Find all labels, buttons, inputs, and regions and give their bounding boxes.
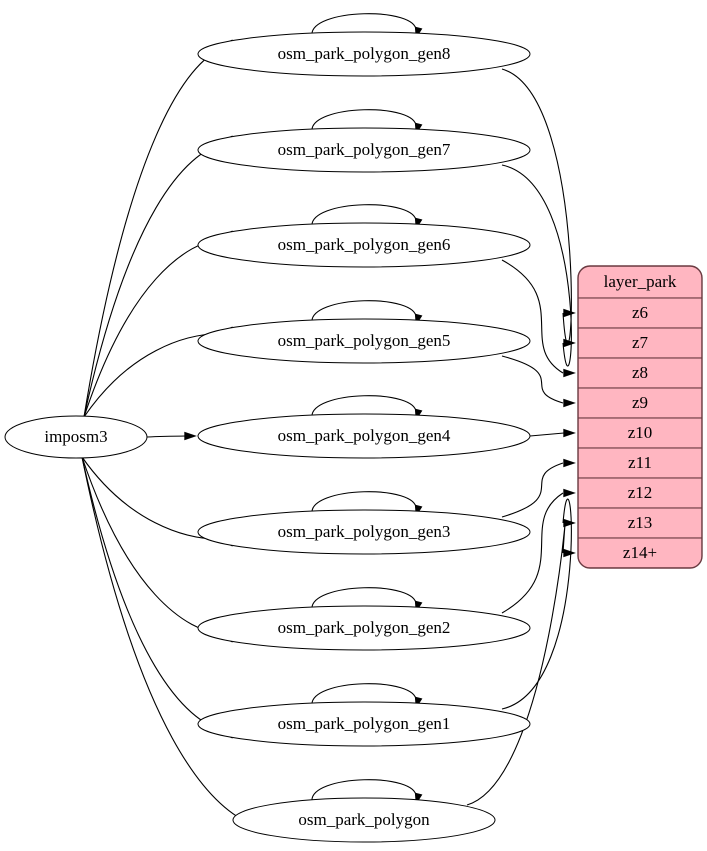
edge-osm_park_polygon_gen7-to-z7 (501, 164, 572, 367)
table-row-label-z8: z8 (632, 363, 648, 382)
edge-arrowhead (563, 308, 576, 318)
table-outline (577, 265, 703, 569)
node-osm_park_polygon_gen2[interactable] (197, 605, 531, 651)
table-row-z7[interactable] (578, 327, 702, 359)
nodes-layer: imposm3 osm_park_polygon_gen8 osm_park_pol… (4, 31, 531, 843)
edge-arrowhead (563, 368, 576, 378)
node-osm_park_polygon_gen1-label: osm_park_polygon_gen1 (278, 714, 451, 733)
edge-arrowhead (563, 338, 576, 348)
table-row-label-z12: z12 (628, 483, 653, 502)
node-osm_park_polygon_gen5[interactable] (197, 318, 531, 364)
edge-arrowhead (563, 488, 576, 498)
node-imposm3-label: imposm3 (44, 427, 107, 446)
edge-arrowhead (184, 431, 197, 441)
self-loop-osm_park_polygon_gen5 (311, 300, 417, 324)
node-osm_park_polygon[interactable] (232, 797, 496, 843)
table-row-label-z7: z7 (632, 333, 649, 352)
node-osm_park_polygon_gen3[interactable] (197, 509, 531, 555)
node-osm_park_polygon_gen5-label: osm_park_polygon_gen5 (278, 331, 451, 350)
edge-arrowhead (563, 518, 576, 528)
self-loop-osm_park_polygon_gen3 (311, 491, 417, 515)
edge-osm_park_polygon_gen3-to-z11 (501, 462, 564, 518)
layer-park-table: layer_park z6 z7 z8 z9 z10 z11 z12 z13 z14+ (577, 265, 703, 569)
node-osm_park_polygon_gen2-label: osm_park_polygon_gen2 (278, 618, 451, 637)
node-osm_park_polygon_gen8[interactable] (197, 31, 531, 77)
table-row-z6[interactable] (578, 297, 702, 329)
edge-imposm3-to-osm_park_polygon_gen1 (81, 456, 225, 732)
node-osm_park_polygon_gen4-label: osm_park_polygon_gen4 (278, 426, 451, 445)
table-row-z10[interactable] (578, 417, 702, 449)
edge-arrowhead (563, 428, 576, 438)
node-osm_park_polygon_gen3-label: osm_park_polygon_gen3 (278, 522, 451, 541)
table-header-label: layer_park (604, 272, 677, 291)
edge-osm_park_polygon_gen2-to-z12 (501, 492, 564, 614)
table-row-z12[interactable] (578, 477, 702, 509)
node-osm_park_polygon_gen1[interactable] (197, 701, 531, 747)
self-loop-osm_park_polygon_gen4 (311, 395, 417, 419)
table-row-z13[interactable] (578, 507, 702, 539)
self-loop-osm_park_polygon_gen7 (311, 109, 417, 133)
node-osm_park_polygon_gen6-label: osm_park_polygon_gen6 (278, 235, 451, 254)
node-osm_park_polygon-label: osm_park_polygon (298, 810, 430, 829)
edge-osm_park_polygon_gen6-to-z8 (501, 259, 564, 374)
self-loop-osm_park_polygon_gen8 (311, 13, 417, 37)
table-row-label-z11: z11 (628, 453, 652, 472)
edge-osm_park_polygon_gen5-to-z9 (501, 355, 564, 404)
edge-osm_park_polygon_gen4-to-z10 (529, 432, 565, 437)
node-imposm3[interactable] (4, 415, 148, 459)
node-osm_park_polygon_gen8-label: osm_park_polygon_gen8 (278, 44, 451, 63)
node-osm_park_polygon_gen7[interactable] (197, 127, 531, 173)
edge-imposm3-to-osm_park_polygon (81, 456, 260, 828)
edge-imposm3-to-osm_park_polygon_gen4 (146, 435, 187, 438)
node-osm_park_polygon_gen6[interactable] (197, 222, 531, 268)
table-row-z14+[interactable] (578, 537, 702, 568)
table-row-label-z10: z10 (628, 423, 653, 442)
edge-osm_park_polygon_gen1-to-z13 (501, 498, 572, 710)
self-loop-osm_park_polygon_gen2 (311, 587, 417, 611)
edge-arrowhead (563, 398, 576, 408)
node-osm_park_polygon_gen7-label: osm_park_polygon_gen7 (278, 140, 451, 159)
self-loop-osm_park_polygon_gen1 (311, 683, 417, 707)
edge-osm_park_polygon_gen8-to-z6 (501, 68, 572, 345)
edge-osm_park_polygon-to-z14+ (466, 520, 566, 806)
table-row-z9[interactable] (578, 387, 702, 419)
table-row-label-z13: z13 (628, 513, 653, 532)
edge-arrowhead (563, 458, 576, 468)
node-osm_park_polygon_gen4[interactable] (197, 413, 531, 459)
table-row-label-z14+: z14+ (623, 543, 657, 562)
self-loop-osm_park_polygon_gen6 (311, 204, 417, 228)
table-row-label-z9: z9 (632, 393, 648, 412)
self-loop-osm_park_polygon (311, 779, 417, 803)
edge-arrowhead (563, 548, 576, 558)
table-row-label-z6: z6 (632, 303, 648, 322)
